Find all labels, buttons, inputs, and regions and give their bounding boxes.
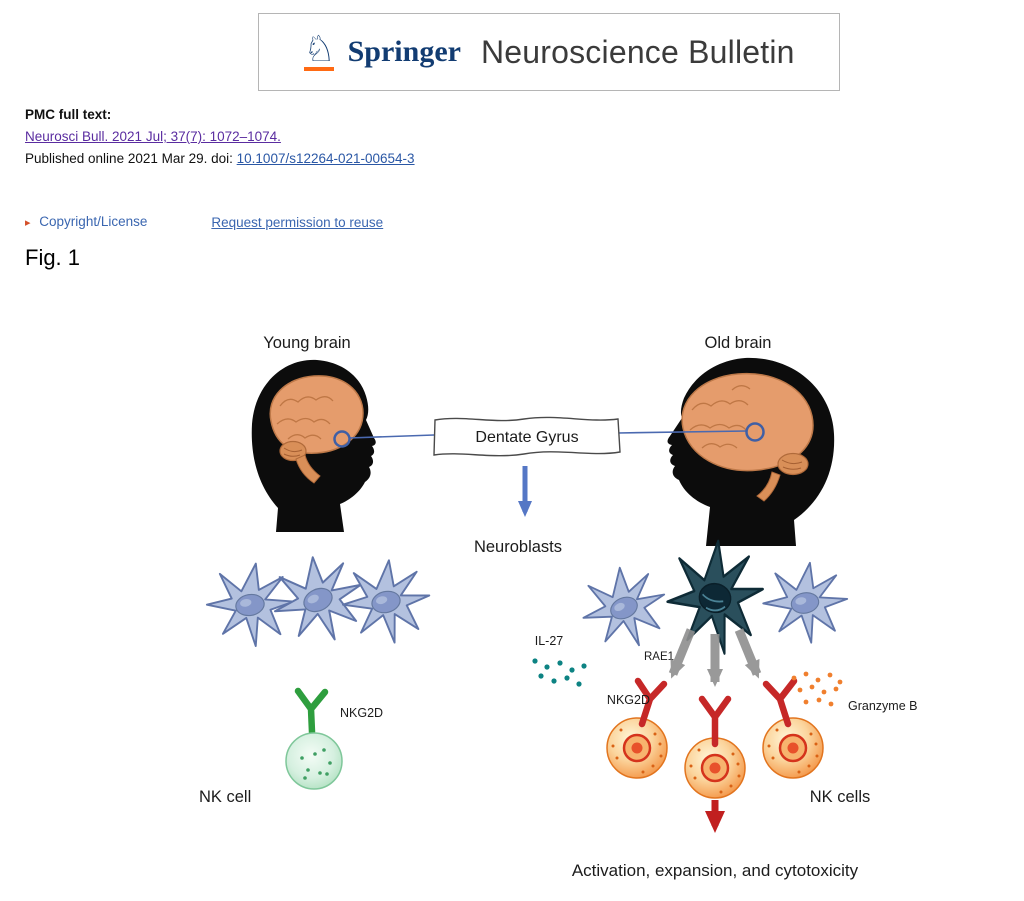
old-brain-label: Old brain [705,334,772,352]
nk-cells-label: NK cells [810,788,871,806]
figure-1-diagram: Young brain Old brain [199,334,917,880]
figure-caption: Fig. 1 [25,245,81,270]
old-dentate-marker [745,422,765,442]
rae1-label: RAE1 [644,651,674,663]
springer-logo: ♘ [303,28,336,71]
dentate-connector-right [617,430,748,434]
nk-cell-green [285,732,343,790]
request-permission-link[interactable]: Request permission to reuse [211,215,384,230]
pmc-full-text-label: PMC full text: [25,107,112,122]
dentate-gyrus-label: Dentate Gyrus [475,429,578,446]
nkg2d-right-label: NKG2D [607,693,650,707]
dentate-connector-left [348,434,435,439]
doi-link[interactable]: 10.1007/s12264-021-00654-3 [236,151,415,166]
il27-label: IL-27 [535,634,564,648]
neuroblast-cell [577,562,671,652]
young-dentate-marker [333,430,351,448]
neuroblasts-label: Neuroblasts [474,538,562,556]
apoptotic-neuroblast-cell [666,539,764,655]
neuroblast-cell [201,556,300,652]
nk-cell-orange [605,716,669,780]
neuroblast-cell [758,556,852,648]
copyright-license-toggle[interactable]: ▸ Copyright/License [25,212,147,233]
published-line: Published online 2021 Mar 29. doi: 10.10… [25,149,415,168]
target-arrows [668,628,762,687]
young-brain-illustration [269,375,364,484]
neuroblast-cell [339,556,433,646]
citation-line: Neurosci Bull. 2021 Jul; 37(7): 1072–107… [25,127,281,146]
neuroblast-cell [267,550,368,648]
dentate-gyrus-box [433,416,621,457]
citation-link[interactable]: Neurosci Bull. 2021 Jul; 37(7): 1072–107… [25,129,281,144]
il27-dots [532,658,587,687]
figure-1-image: Young brain Old brain [172,318,957,901]
links-row: ▸ Copyright/License Request permission t… [25,212,383,233]
journal-title: Neuroscience Bulletin [480,33,795,70]
copyright-license-label: Copyright/License [39,214,148,229]
publisher-name: Springer [347,35,461,68]
nk-cell-label: NK cell [199,788,251,806]
disclosure-triangle-icon: ▸ [25,217,31,229]
granzyme-b-dots [791,671,843,707]
journal-header: ♘ Springer Neuroscience Bulletin [258,13,840,91]
nk-cell-orange [761,716,825,780]
springer-knight-icon: ♘ [303,28,336,70]
nkg2d-receptor-red [634,677,798,748]
granzyme-b-label: Granzyme B [848,699,917,713]
published-text: Published online 2021 Mar 29. doi: [25,151,237,166]
outcome-label: Activation, expansion, and cytotoxicity [572,861,859,880]
old-brain-illustration [681,372,814,502]
young-brain-label: Young brain [263,334,350,352]
nkg2d-receptor-green [294,687,329,736]
springer-logo-underline [304,66,335,71]
nkg2d-left-label: NKG2D [340,706,383,720]
